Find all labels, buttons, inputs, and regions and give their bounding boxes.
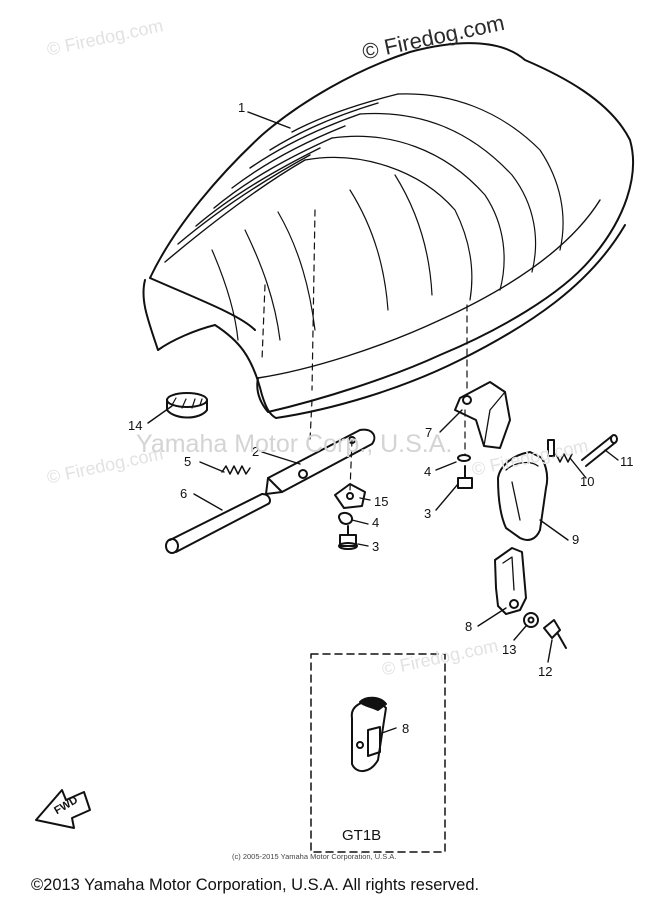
shaft-drawing [165, 493, 271, 554]
callout-11: 11 [620, 454, 634, 469]
seat-drawing [142, 42, 634, 491]
callout-4: 4 [372, 515, 379, 530]
callout-1: 1 [238, 100, 245, 115]
lower-bracket-drawing [494, 547, 527, 615]
leader-lines [147, 111, 619, 663]
gt1b-inset [310, 653, 446, 853]
spring-drawing [221, 465, 251, 475]
callout-9: 9 [572, 532, 579, 547]
callout-8: 8 [402, 721, 409, 736]
callout-7: 7 [425, 425, 432, 440]
inset-label: GT1B [342, 827, 381, 844]
callout-5: 5 [184, 454, 191, 469]
callout-14: 14 [128, 418, 142, 433]
copyright-small: (c) 2005-2015 Yamaha Motor Corporation, … [232, 852, 397, 861]
callout-4: 4 [424, 464, 431, 479]
damper-rubber-drawing [166, 392, 208, 419]
fwd-arrow-icon [35, 789, 91, 829]
watermark-owner: Yamaha Motor Corp., U.S.A. [136, 430, 453, 458]
callout-3: 3 [372, 539, 379, 554]
hinge-drawing [497, 451, 549, 541]
callout-3: 3 [424, 506, 431, 521]
copyright-main: ©2013 Yamaha Motor Corporation, U.S.A. A… [31, 876, 480, 894]
washer-drawing [338, 454, 471, 525]
hinge-bolt-drawing [547, 439, 573, 463]
callout-10: 10 [580, 474, 594, 489]
callout-12: 12 [538, 664, 552, 679]
hinge-plate-drawing [454, 381, 511, 449]
callout-2: 2 [252, 444, 259, 459]
callout-6: 6 [180, 486, 187, 501]
callout-8: 8 [465, 619, 472, 634]
lower-washer-drawing [523, 612, 539, 628]
callout-15: 15 [374, 494, 388, 509]
hinge-pin-drawing [581, 434, 618, 467]
callout-13: 13 [502, 642, 516, 657]
